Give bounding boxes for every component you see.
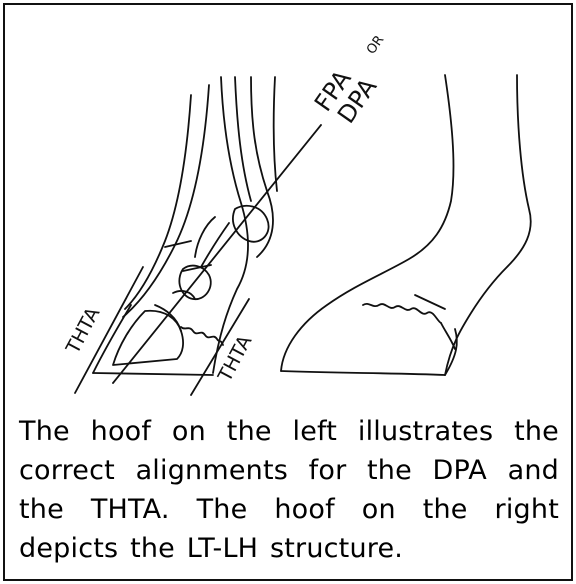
left-hoof-drawing — [74, 76, 322, 396]
diagram-labels: FPA OR DPA THTA THTA — [62, 33, 388, 386]
label-or: OR — [364, 33, 387, 57]
figure-frame: FPA OR DPA THTA THTA The hoof on the lef… — [3, 3, 573, 581]
figure-caption: The hoof on the left illustrates the cor… — [19, 416, 559, 564]
right-hoof-drawing — [280, 74, 532, 376]
hoof-illustration: FPA OR DPA THTA THTA — [62, 33, 532, 396]
